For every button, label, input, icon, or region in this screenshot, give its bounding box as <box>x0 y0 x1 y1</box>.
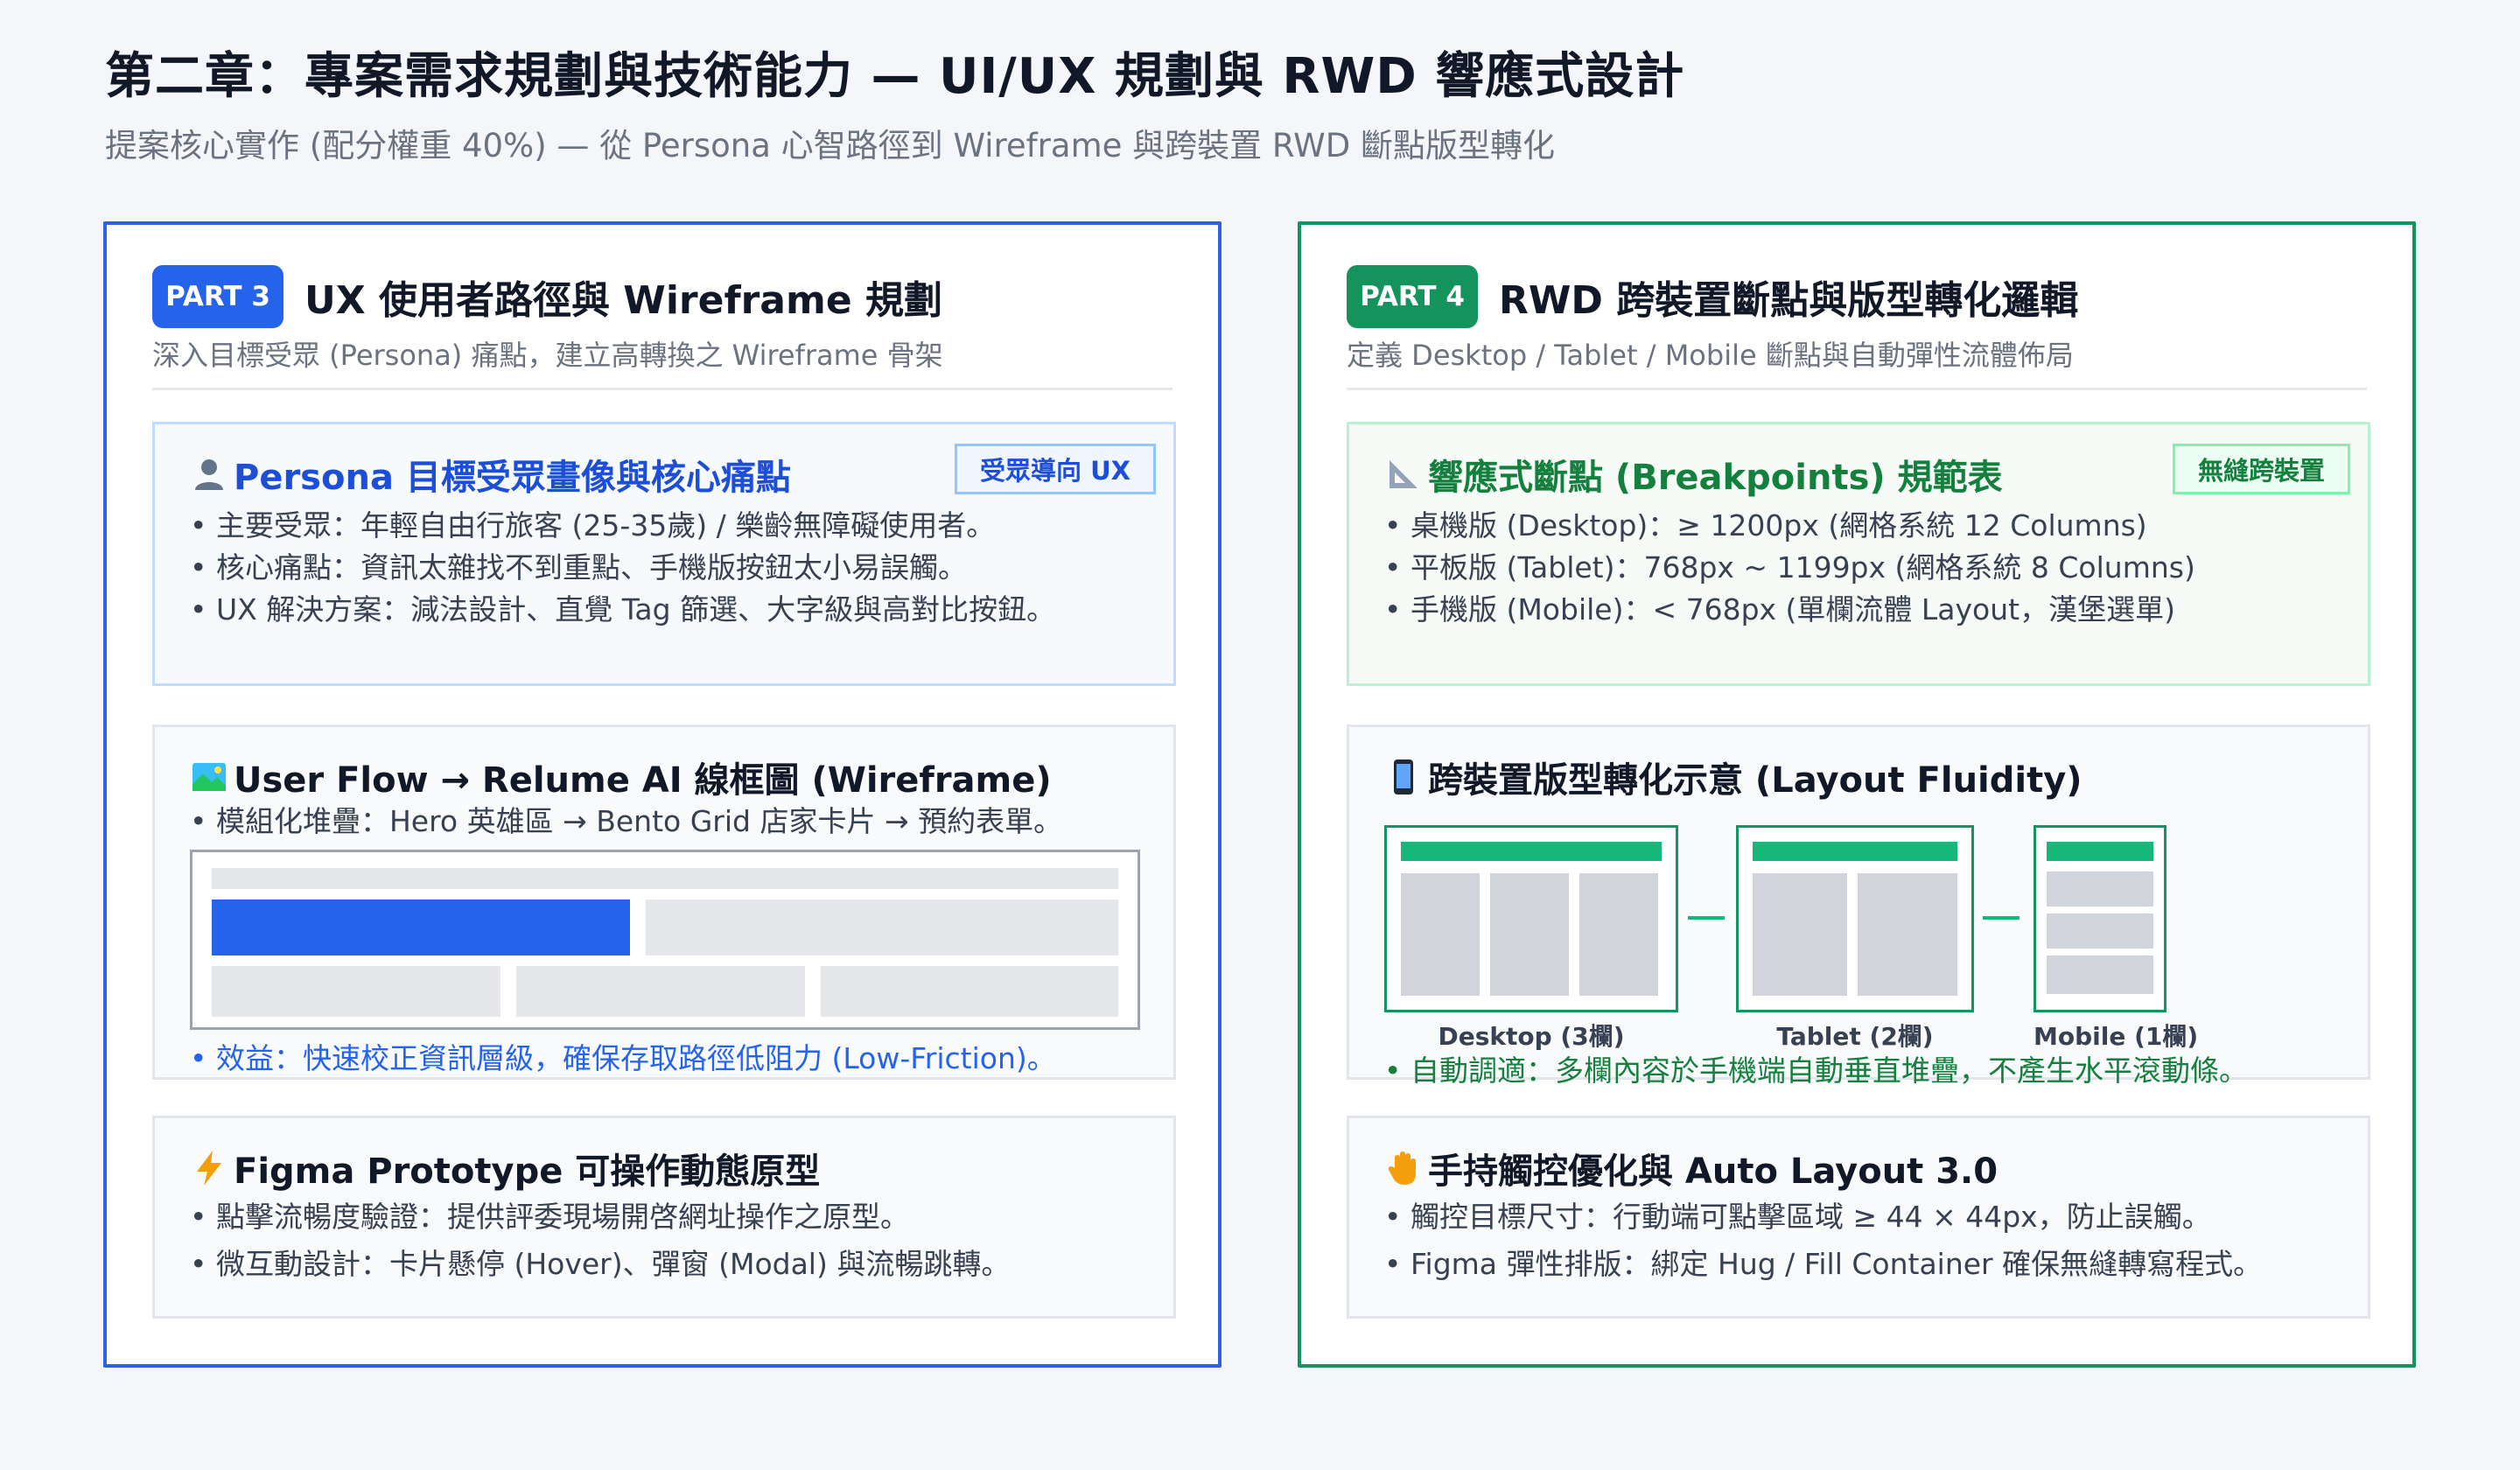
prototype-list: 點擊流暢度驗證：提供評委現場開啓網址操作之原型。 微互動設計：卡片懸停 (Hov… <box>190 1194 1147 1288</box>
touch-card: 手持觸控優化與 Auto Layout 3.0 觸控目標尺寸：行動端可點擊區域 … <box>1347 1116 2370 1319</box>
part4-panel: PART 4 RWD 跨裝置斷點與版型轉化邏輯 定義 Desktop / Tab… <box>1298 221 2416 1368</box>
layout-row <box>2047 872 2153 906</box>
userflow-list: 模組化堆疊：Hero 英雄區 → Bento Grid 店家卡片 → 預約表單。 <box>190 801 1147 843</box>
part3-tag: PART 3 <box>152 265 284 328</box>
list-item: 微互動設計：卡片懸停 (Hover)、彈窗 (Modal) 與流暢跳轉。 <box>190 1241 1147 1288</box>
wireframe-illustration <box>190 850 1140 1030</box>
layout-header <box>1401 842 1662 861</box>
breakpoints-title-text: 響應式斷點 (Breakpoints) 規範表 <box>1428 458 2003 498</box>
list-item: 主要受眾：年輕自由行旅客 (25-35歲) / 樂齡無障礙使用者。 <box>190 505 1147 547</box>
divider <box>1347 388 2367 390</box>
desktop-label: Desktop (3欄) <box>1438 1022 1625 1051</box>
persona-list: 主要受眾：年輕自由行旅客 (25-35歲) / 樂齡無障礙使用者。 核心痛點：資… <box>190 505 1147 631</box>
connector-line <box>1983 916 2020 920</box>
map-icon <box>192 763 226 791</box>
list-item: 桌機版 (Desktop)：≥ 1200px (網格系統 12 Columns) <box>1384 505 2342 547</box>
prototype-card: Figma Prototype 可操作動態原型 點擊流暢度驗證：提供評委現場開啓… <box>152 1116 1176 1319</box>
list-item: 手機版 (Mobile)：< 768px (單欄流體 Layout，漢堡選單) <box>1384 589 2342 631</box>
fluidity-note: 自動調適：多欄內容於手機端自動垂直堆疊，不產生水平滾動條。 <box>1384 1047 2248 1089</box>
part3-title: UX 使用者路徑與 Wireframe 規劃 <box>304 278 942 323</box>
lightning-icon <box>197 1151 221 1186</box>
page-title: 第二章：專案需求規劃與技術能力 — UI/UX 規劃與 RWD 響應式設計 <box>105 48 1685 105</box>
breakpoints-card: 響應式斷點 (Breakpoints) 規範表 無縫跨裝置 桌機版 (Deskt… <box>1347 422 2370 686</box>
layout-column <box>1579 873 1658 996</box>
part3-panel: PART 3 UX 使用者路徑與 Wireframe 規劃 深入目標受眾 (Pe… <box>103 221 1222 1368</box>
part4-title: RWD 跨裝置斷點與版型轉化邏輯 <box>1499 278 2079 323</box>
persona-title-text: Persona 目標受眾畫像與核心痛點 <box>234 458 791 498</box>
prototype-title-text: Figma Prototype 可操作動態原型 <box>234 1152 821 1192</box>
mobile-layout <box>2034 825 2166 1012</box>
layout-row <box>2047 956 2153 994</box>
fluidity-card: 跨裝置版型轉化示意 (Layout Fluidity) Desktop (3欄)… <box>1347 724 2370 1088</box>
page-subtitle: 提案核心實作 (配分權重 40%) — 從 Persona 心智路徑到 Wire… <box>105 127 1555 164</box>
wireframe-nav-bar <box>212 868 1118 889</box>
list-item: Figma 彈性排版：綁定 Hug / Fill Container 確保無縫轉… <box>1384 1241 2342 1288</box>
list-item: 核心痛點：資訊太雜找不到重點、手機版按鈕太小易誤觸。 <box>190 547 1147 589</box>
layout-column <box>1401 873 1480 996</box>
touch-list: 觸控目標尺寸：行動端可點擊區域 ≥ 44 × 44px，防止誤觸。 Figma … <box>1384 1194 2342 1288</box>
layout-header <box>2047 842 2153 861</box>
userflow-note: 效益：快速校正資訊層級，確保存取路徑低阻力 (Low-Friction)。 <box>190 1035 1056 1077</box>
list-item: 點擊流暢度驗證：提供評委現場開啓網址操作之原型。 <box>190 1194 1147 1241</box>
person-icon <box>195 459 223 490</box>
layout-header <box>1753 842 1957 861</box>
triangle-ruler-icon <box>1390 460 1418 488</box>
touch-title-text: 手持觸控優化與 Auto Layout 3.0 <box>1428 1152 1998 1192</box>
layout-row <box>2047 914 2153 948</box>
hand-icon <box>1388 1152 1416 1185</box>
breakpoints-badge: 無縫跨裝置 <box>2172 444 2350 494</box>
wireframe-hero-block <box>212 900 630 956</box>
layout-column <box>1753 873 1847 996</box>
fluidity-card-title: 跨裝置版型轉化示意 (Layout Fluidity) <box>1384 752 2082 802</box>
list-item: UX 解決方案：減法設計、直覺 Tag 篩選、大字級與高對比按鈕。 <box>190 589 1147 631</box>
layout-column <box>1858 873 1957 996</box>
list-item: 平板版 (Tablet)：768px ~ 1199px (網格系統 8 Colu… <box>1384 547 2342 589</box>
persona-card: Persona 目標受眾畫像與核心痛點 受眾導向 UX 主要受眾：年輕自由行旅客… <box>152 422 1176 686</box>
wireframe-card <box>821 966 1118 1017</box>
part4-tag: PART 4 <box>1347 265 1478 328</box>
tablet-layout <box>1736 825 1974 1012</box>
fluidity-title-text: 跨裝置版型轉化示意 (Layout Fluidity) <box>1428 760 2082 801</box>
wireframe-side-block <box>646 900 1118 956</box>
tablet-label: Tablet (2欄) <box>1776 1022 1934 1051</box>
persona-card-title: Persona 目標受眾畫像與核心痛點 <box>190 449 791 500</box>
userflow-card-title: User Flow → Relume AI 線框圖 (Wireframe) <box>190 752 1052 802</box>
divider <box>152 388 1172 390</box>
persona-badge: 受眾導向 UX <box>954 444 1156 494</box>
connector-line <box>1688 916 1725 920</box>
wireframe-card <box>516 966 805 1017</box>
prototype-card-title: Figma Prototype 可操作動態原型 <box>190 1143 820 1194</box>
breakpoints-card-title: 響應式斷點 (Breakpoints) 規範表 <box>1384 449 2003 500</box>
userflow-card: User Flow → Relume AI 線框圖 (Wireframe) 模組… <box>152 724 1176 1080</box>
list-item: 模組化堆疊：Hero 英雄區 → Bento Grid 店家卡片 → 預約表單。 <box>190 801 1147 843</box>
userflow-title-text: User Flow → Relume AI 線框圖 (Wireframe) <box>234 760 1052 801</box>
mobile-label: Mobile (1欄) <box>2034 1022 2199 1051</box>
phone-icon <box>1394 760 1413 794</box>
layout-column <box>1490 873 1569 996</box>
list-item: 觸控目標尺寸：行動端可點擊區域 ≥ 44 × 44px，防止誤觸。 <box>1384 1194 2342 1241</box>
touch-card-title: 手持觸控優化與 Auto Layout 3.0 <box>1384 1143 1998 1194</box>
part3-subtitle: 深入目標受眾 (Persona) 痛點，建立高轉換之 Wireframe 骨架 <box>152 339 943 372</box>
desktop-layout <box>1384 825 1678 1012</box>
wireframe-card <box>212 966 500 1017</box>
part4-subtitle: 定義 Desktop / Tablet / Mobile 斷點與自動彈性流體佈局 <box>1347 339 2074 372</box>
breakpoints-list: 桌機版 (Desktop)：≥ 1200px (網格系統 12 Columns)… <box>1384 505 2342 631</box>
